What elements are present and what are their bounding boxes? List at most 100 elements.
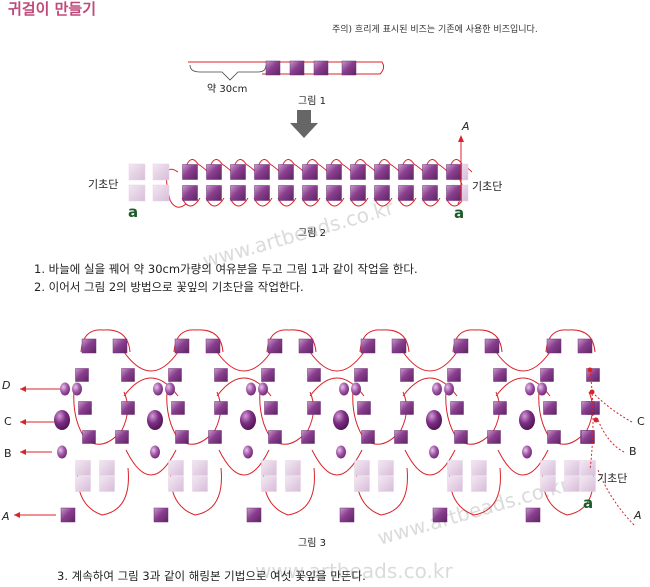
figure2-threads (165, 159, 473, 208)
figure3-bead-base-light (540, 476, 556, 492)
figure3-bead-base-light (285, 476, 301, 492)
figure3-bead-row3 (307, 401, 321, 415)
figure3-bead-round-d (351, 382, 361, 396)
figure2-bead (254, 185, 270, 201)
figure3-bead-top (391, 338, 407, 354)
figure2-bead (350, 164, 366, 180)
figure2-thread-loop-top (303, 159, 329, 173)
figure3-label-b-left: B (4, 447, 12, 460)
figure2-bead (398, 164, 414, 180)
figure3-bead-top (546, 338, 562, 354)
figure2-bead (182, 164, 198, 180)
figure3-bead-top (81, 338, 97, 354)
instruction-step-2: 2. 이어서 그림 2의 방법으로 꽃잎의 기초단을 작업한다. (34, 280, 304, 294)
figure2-bead (206, 185, 222, 201)
figure3-bead-round-d (258, 382, 268, 396)
figure3-bead-row2 (540, 368, 554, 382)
instruction-step-3: 3. 계속하여 그림 3과 같이 해링본 기법으로 여섯 꽃잎을 만든다. (57, 569, 366, 583)
figure3-bead-bottom-a (339, 507, 355, 523)
figure3-bead-base-light (564, 460, 580, 476)
figure3-bead-base-light (471, 476, 487, 492)
figure3-bead-row2 (354, 368, 368, 382)
figure2-bead (326, 164, 342, 180)
figure3-label-d: D (2, 379, 10, 392)
figure3-bead-base-light (285, 460, 301, 476)
figure3-entry-dotted-arrow (597, 419, 625, 453)
figure3-bead-row2 (121, 368, 135, 382)
figure-2: A 기초단 기초단 a a 그림 2 (88, 120, 502, 239)
figure1-bead (289, 60, 305, 76)
figure3-bead-base-light (261, 460, 277, 476)
figure3-bead-base-light (471, 460, 487, 476)
figure3-bead-oval-c (519, 410, 535, 430)
figure3-exit-arrow-icon (20, 449, 26, 455)
page-title: 귀걸이 만들기 (8, 0, 96, 18)
figure3-bead-base-light (75, 476, 91, 492)
figure3-bead-row3 (357, 401, 371, 415)
figure3-entry-dot (589, 389, 595, 395)
figure3-bead-top (360, 338, 376, 354)
figure3-label-c-left: C (4, 415, 12, 428)
figure3-bead-row4 (547, 430, 561, 444)
figure2-left-label: 기초단 (88, 178, 118, 191)
figure2-mark-left: a (128, 203, 138, 221)
figure3-bead-row2 (261, 368, 275, 382)
figure3-bead-row3 (493, 401, 507, 415)
figure3-dotted-vertical (589, 369, 594, 471)
figure3-bead-round-b (243, 445, 253, 459)
figure3-bead-top (112, 338, 128, 354)
figure3-bead-row2 (214, 368, 228, 382)
figure3-bead-oval-c (333, 410, 349, 430)
figure3-bead-oval-c (426, 410, 442, 430)
figure3-bead-row3 (264, 401, 278, 415)
figure3-entry-dotted-arrow (597, 469, 635, 526)
figure3-base-label: 기초단 (597, 472, 627, 485)
figure3-bead-round-d (339, 382, 349, 396)
figure3-thread-lower-valley (497, 449, 549, 476)
figure3-bead-row3 (543, 401, 557, 415)
figure1-caption: 그림 1 (298, 95, 326, 107)
figure2-label-a-upper: A (461, 120, 470, 133)
figure2-bead (230, 185, 246, 201)
figure3-bead-base-light (354, 476, 370, 492)
figure3-entry-dot (593, 417, 599, 423)
figure2-right-label: 기초단 (472, 180, 502, 193)
figure3-bead-round-b (57, 445, 67, 459)
figure1-length-label: 약 30cm (207, 83, 247, 95)
figure2-thread-loop-top (279, 159, 305, 173)
figure2-bead-light (152, 184, 170, 202)
figure3-bead-top (205, 338, 221, 354)
figure3-entry-dotted-arrow (591, 391, 633, 423)
figure3-thread-valley (123, 351, 179, 372)
figure3-thread-lower-valley (218, 449, 270, 476)
figure3-bead-top (298, 338, 314, 354)
figure3-bead-row3 (450, 401, 464, 415)
figure3-bead-round-d (72, 382, 82, 396)
figure3-bead-row3 (171, 401, 185, 415)
figure3-mark-a: a (583, 494, 593, 512)
watermark-3: www.artbeads.co.kr (255, 559, 453, 583)
figure3-bead-row2 (400, 368, 414, 382)
figure3-bead-round-b (150, 445, 160, 459)
figure3-bead-oval-c (54, 410, 70, 430)
figure2-bead (422, 164, 438, 180)
figure3-bead-row3 (121, 401, 135, 415)
figure-3: D C B A C B A 기초단 a 그림 3 (1, 329, 645, 549)
figure2-thread-loop-top (255, 159, 281, 173)
figure2-bead (278, 185, 294, 201)
figure3-bead-row4 (454, 430, 468, 444)
figure3-bead-round-d (165, 382, 175, 396)
figure2-thread-loop-top (351, 159, 377, 173)
figure3-thread-lower-valley (125, 449, 177, 476)
figure3-bead-base-light (261, 476, 277, 492)
figure3-bead-base-light (580, 476, 596, 492)
figure3-bead-row3 (78, 401, 92, 415)
figure3-bead-row3 (214, 401, 228, 415)
figure3-thread-valley (402, 351, 458, 372)
figure3-bead-bottom-a (246, 507, 262, 523)
figure1-bead (341, 60, 357, 76)
figure3-bead-bottom-a (525, 507, 541, 523)
figure2-bead (206, 164, 222, 180)
figure2-bead (230, 164, 246, 180)
figure3-thread-valley (309, 351, 365, 372)
